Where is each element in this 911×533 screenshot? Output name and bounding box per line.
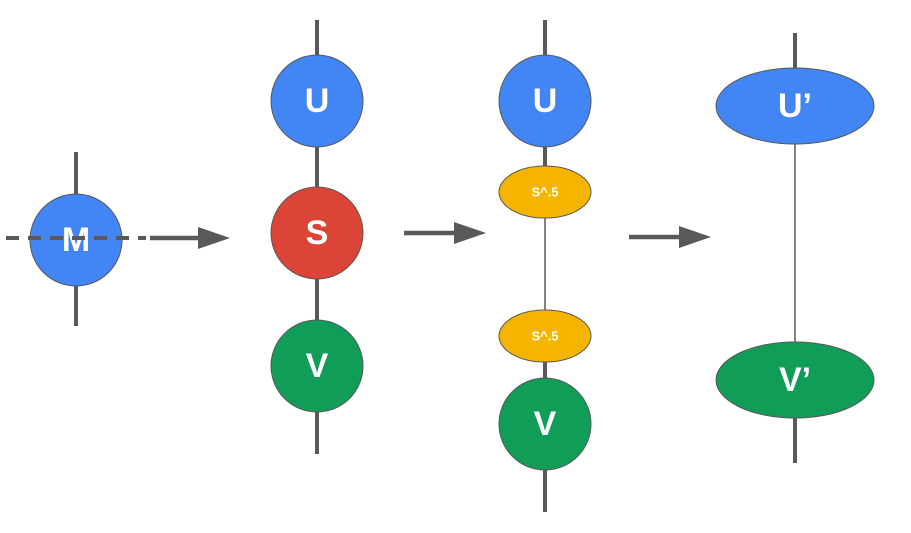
node-u-prime-label: U’ (778, 87, 812, 125)
node-v (498, 377, 592, 471)
node-u (498, 54, 592, 148)
stage-3-split-s: U S^.5 S^.5 V (498, 20, 592, 512)
node-s-sqrt-top (498, 165, 592, 219)
arrow-2 (404, 222, 486, 244)
node-s (270, 186, 364, 280)
node-v-prime-label: V’ (779, 361, 811, 399)
node-u-prime (715, 67, 875, 145)
node-v-prime (715, 341, 875, 419)
stage-1-matrix-m: M (6, 152, 146, 326)
node-u (270, 54, 364, 148)
node-u-label: U (305, 82, 330, 120)
node-s-label: S (306, 214, 329, 252)
stage-4-merged: U’ V’ (715, 33, 875, 463)
stage-2-usv: U S V (270, 20, 364, 454)
node-v (270, 319, 364, 413)
node-v-label: V (534, 405, 557, 443)
arrow-3 (629, 226, 711, 248)
node-s-sqrt-bottom (498, 309, 592, 363)
arrow-1 (150, 227, 230, 249)
node-s-sqrt-bottom-label: S^.5 (531, 329, 558, 344)
node-s-sqrt-top-label: S^.5 (531, 185, 558, 200)
node-u-label: U (533, 82, 558, 120)
node-v-label: V (306, 347, 329, 385)
